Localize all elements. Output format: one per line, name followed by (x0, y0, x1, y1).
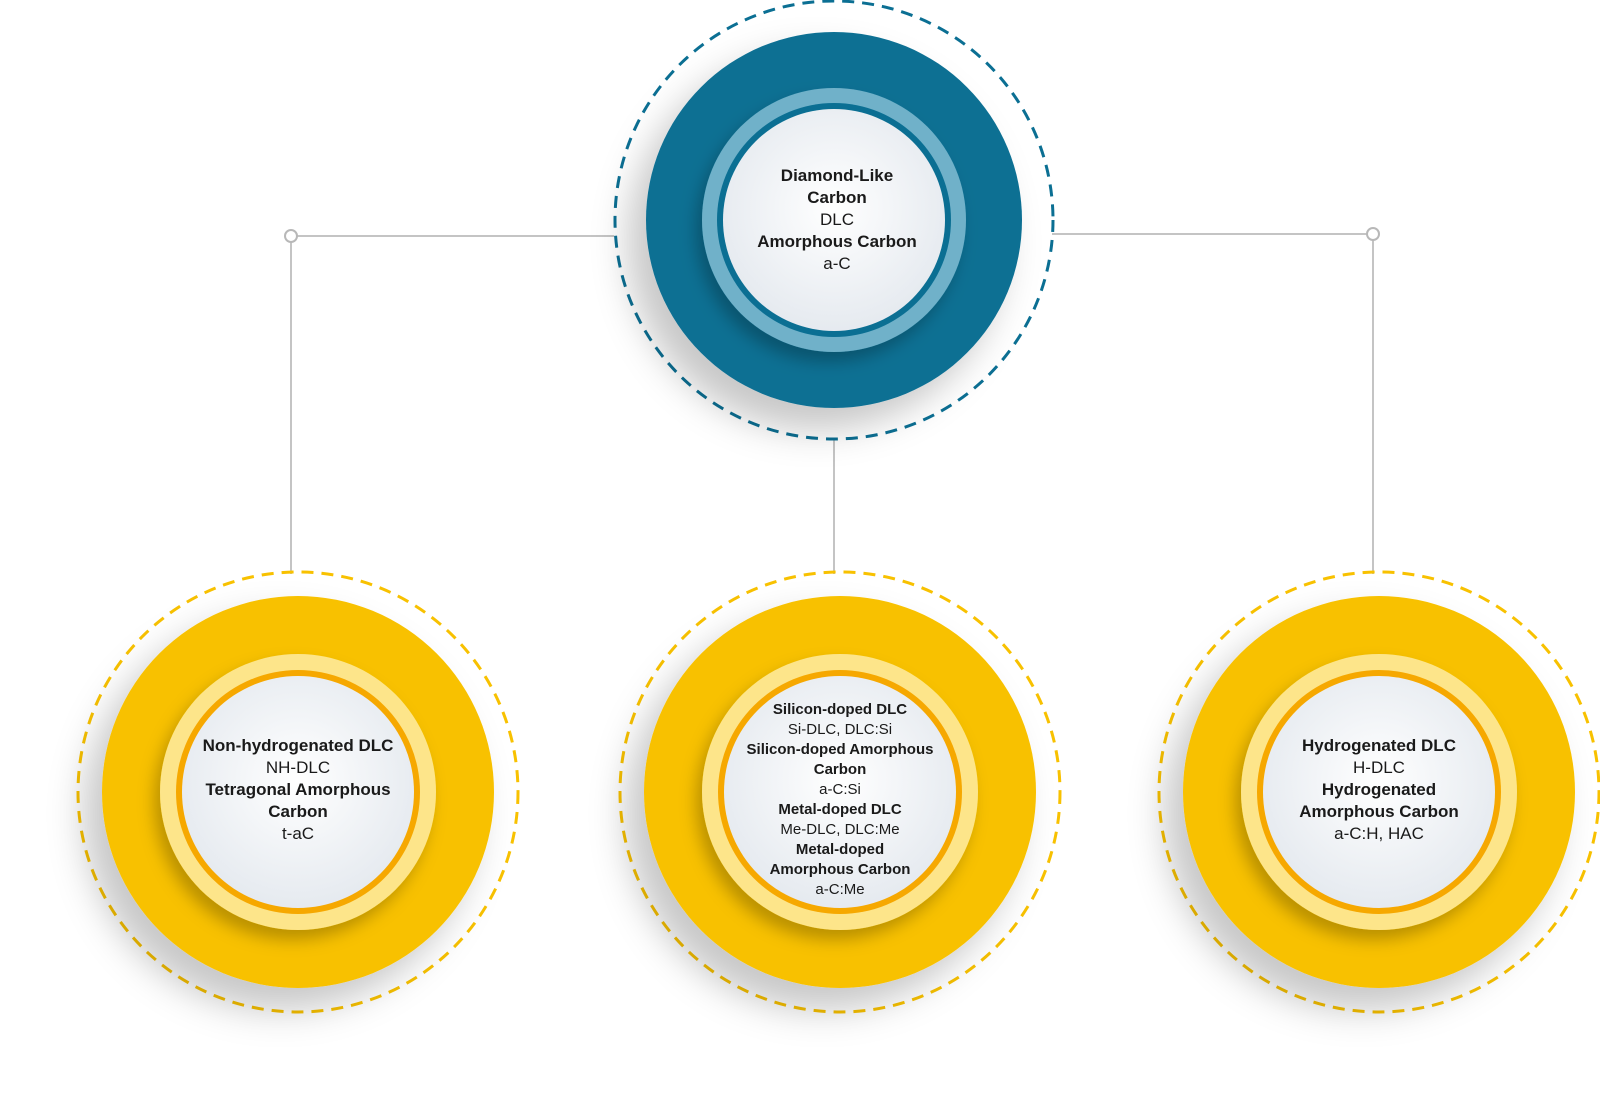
child-label-line: Non-hydrogenated DLC (202, 736, 394, 755)
child-label-line: Hydrogenated (1321, 780, 1437, 799)
child-core (724, 676, 956, 908)
child-core (182, 676, 414, 908)
connector-right-node (1366, 227, 1380, 241)
child-dashed-ring (76, 570, 520, 1014)
child-label-line: Me-DLC, DLC:Me (780, 821, 900, 838)
child-label-left: Non-hydrogenated DLC NH-DLC Tetragonal A… (182, 690, 414, 890)
child-dashed-ring (1157, 570, 1600, 1014)
child-label-line: Si-DLC, DLC:Si (787, 721, 893, 738)
child-label-line: Metal-doped (795, 841, 885, 858)
child-label-line: Hydrogenated DLC (1302, 736, 1456, 755)
child-label-line: H-DLC (1353, 758, 1405, 777)
child-node-right (1157, 570, 1600, 1014)
child-label-middle: Silicon-doped DLC Si-DLC, DLC:Si Silicon… (734, 690, 946, 910)
child-label-line: Carbon (268, 802, 328, 821)
child-label-line: Silicon-doped DLC (772, 701, 908, 718)
child-label-line: Tetragonal Amorphous (205, 780, 391, 799)
connector-right (1052, 233, 1374, 574)
root-dashed-ring (613, 0, 1055, 441)
root-label-line: DLC (819, 210, 854, 229)
child-node-middle (618, 570, 1062, 1014)
child-label-line: a-C:H, HAC (1334, 824, 1424, 843)
child-label-line: Silicon-doped Amorphous (746, 741, 934, 758)
child-core (1263, 676, 1495, 908)
child-label-line: Amorphous Carbon (1299, 802, 1459, 821)
child-label-line: NH-DLC (265, 758, 331, 777)
root-core (723, 109, 945, 331)
child-dashed-ring (618, 570, 1062, 1014)
root-label-line: a-C (823, 254, 851, 273)
root-label-line: Diamond-Like (780, 166, 894, 185)
child-label-line: Carbon (813, 761, 867, 778)
child-label-right: Hydrogenated DLC H-DLC Hydrogenated Amor… (1263, 690, 1495, 890)
root-node (613, 0, 1055, 441)
root-label: Diamond-Like Carbon DLC Amorphous Carbon… (722, 120, 952, 320)
child-label-line: t-aC (281, 824, 315, 843)
connector-left-node (284, 229, 298, 243)
child-label-line: a-C:Si (819, 781, 861, 798)
child-label-line: Metal-doped DLC (778, 801, 902, 818)
connector-left (290, 235, 614, 574)
root-label-line: Carbon (807, 188, 867, 207)
root-label-line: Amorphous Carbon (757, 232, 917, 251)
child-label-line: a-C:Me (815, 881, 865, 898)
child-node-left (76, 570, 520, 1014)
child-label-line: Amorphous Carbon (769, 861, 911, 878)
